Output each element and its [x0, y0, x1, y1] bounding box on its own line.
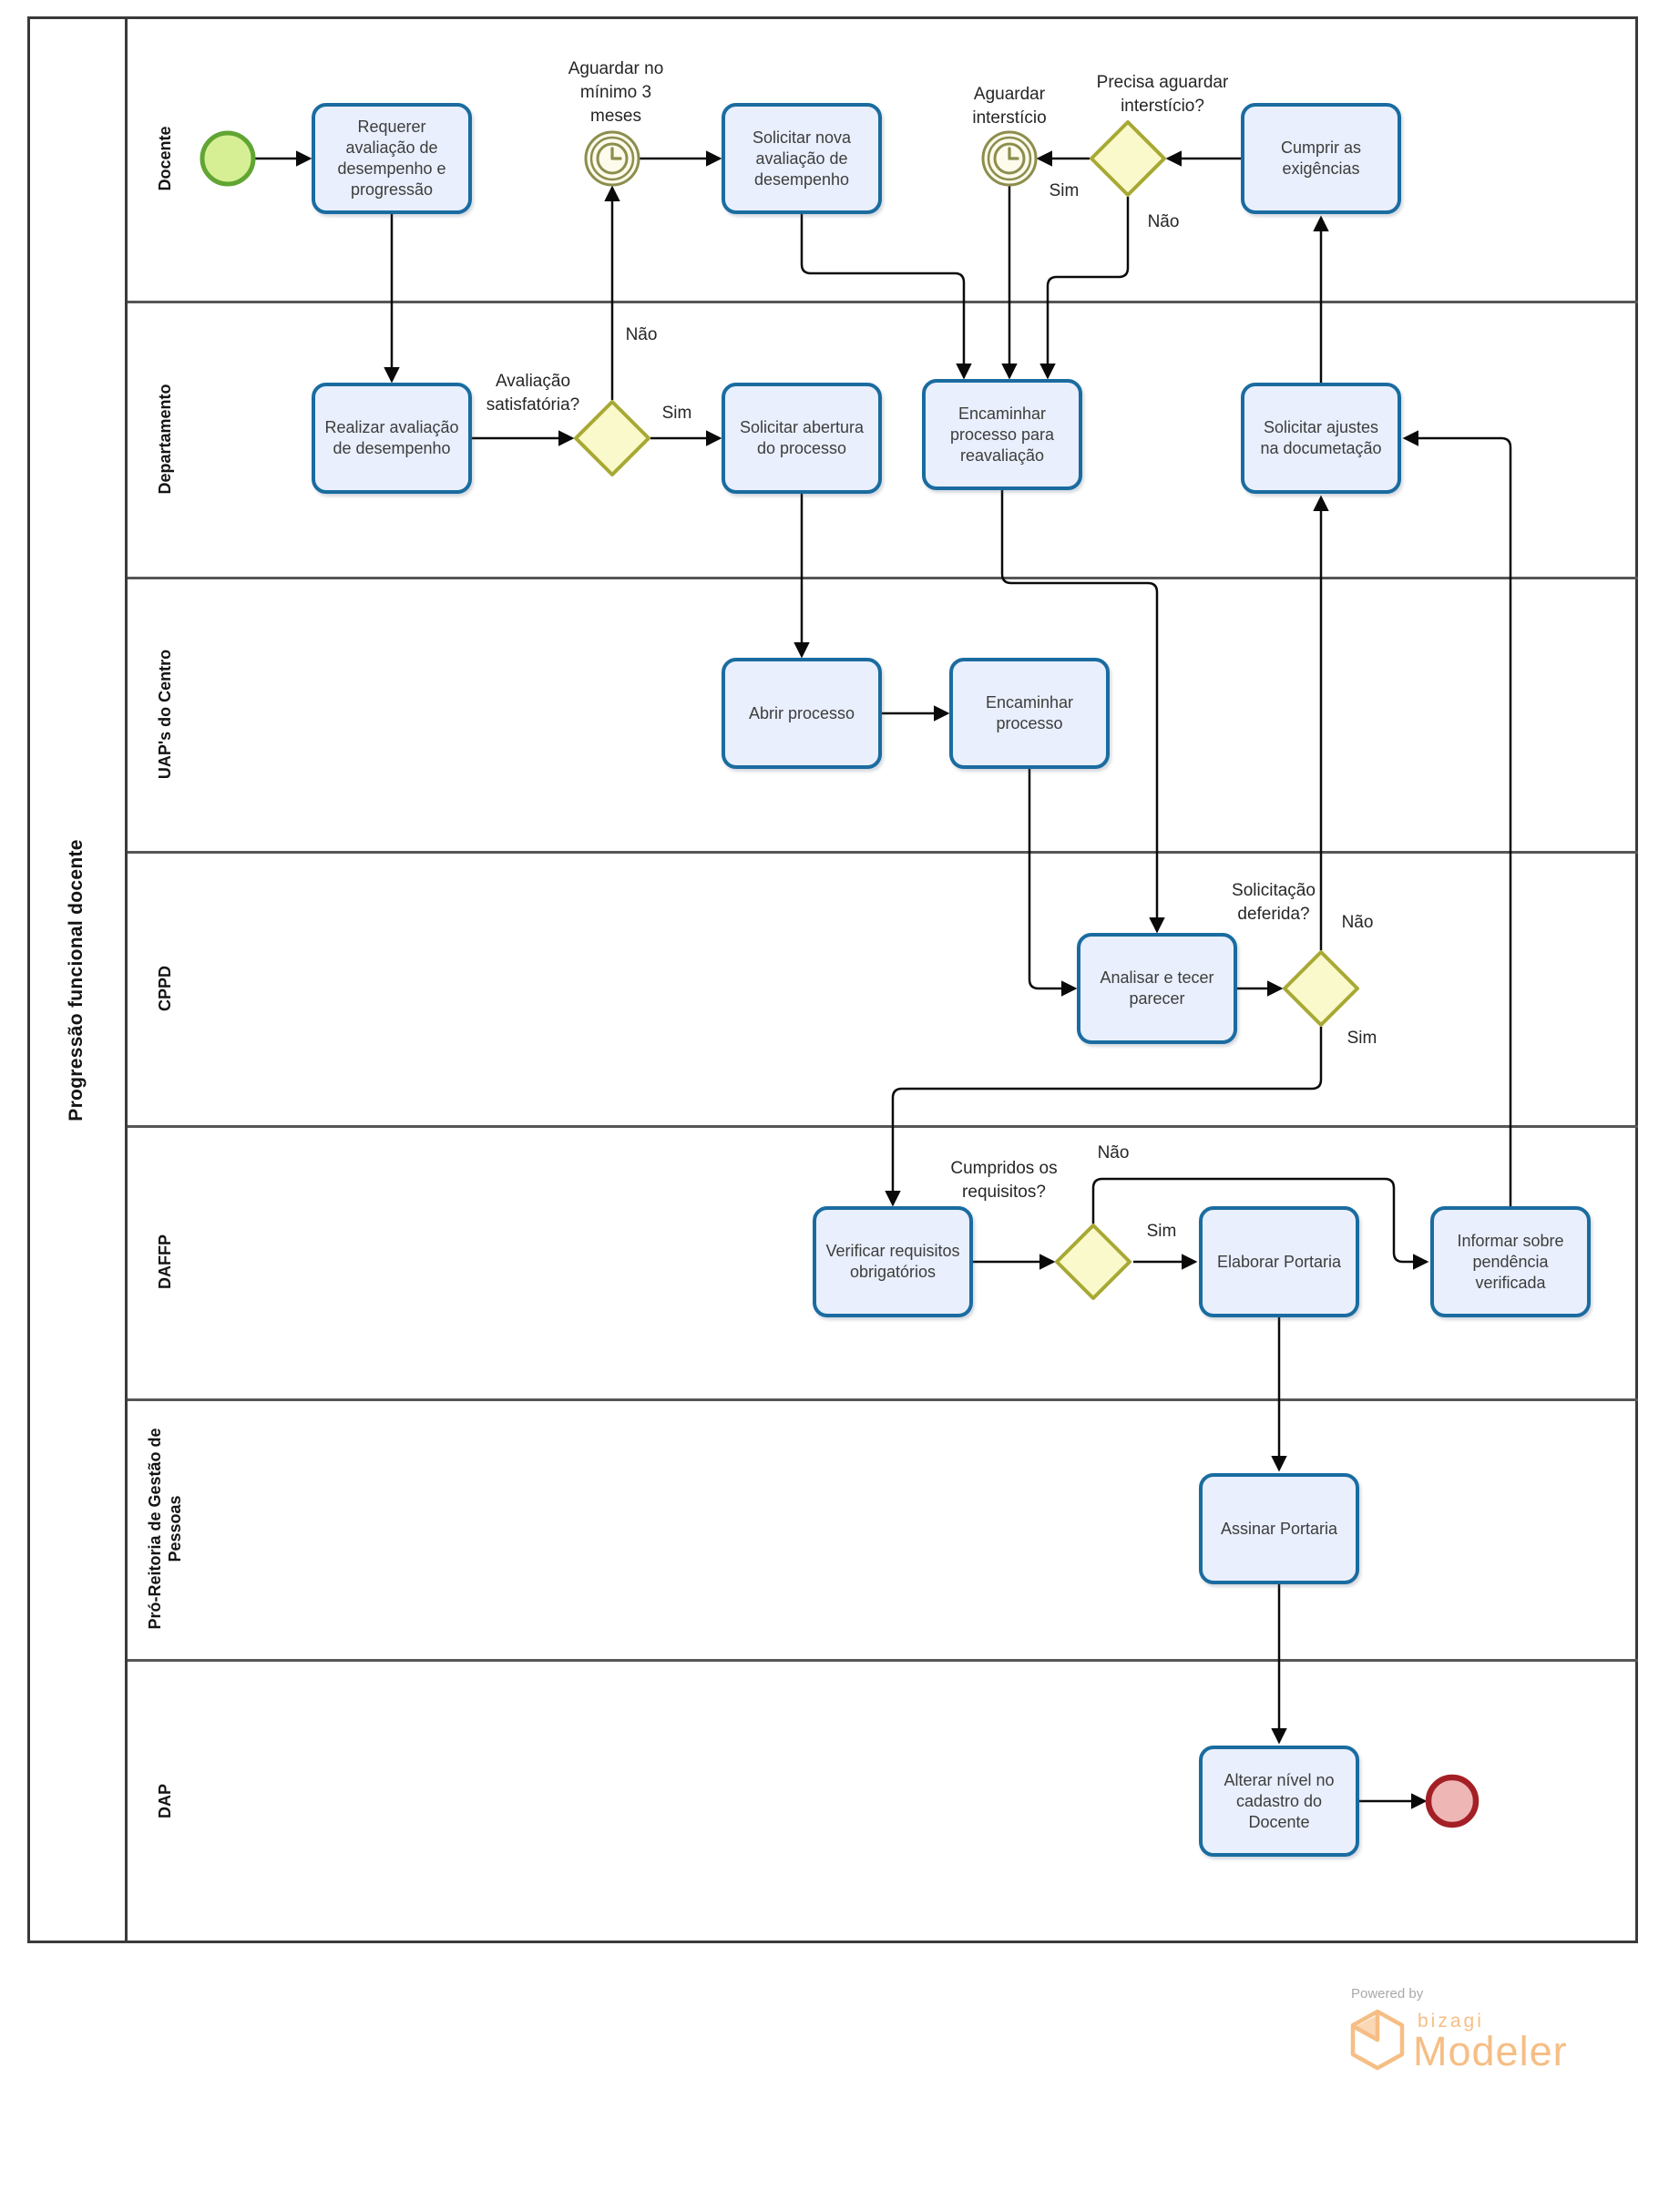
flow-solicitar-nova-to-encaminhar-reavaliacao: [800, 214, 972, 380]
modeler-product-label: Modeler: [1413, 2028, 1568, 2074]
task-abrir-processo[interactable]: Abrir processo: [722, 658, 882, 769]
gateway-cumpridos-requisitos[interactable]: [1055, 1224, 1131, 1300]
flow-precisa-nao-to-encaminhar-reavaliacao: [1039, 197, 1130, 380]
timer-intersticio-label: Aguardar interstício: [972, 85, 1047, 128]
pool-title-divider: [125, 16, 128, 1943]
timer-event-aguardar-intersticio[interactable]: [981, 130, 1038, 187]
pool-border: [27, 16, 1638, 1943]
flow-label-precisa-nao: Não: [1147, 212, 1180, 231]
task-verificar-requisitos[interactable]: Verificar requisitos obrigatórios: [813, 1206, 973, 1317]
flow-encaminhar-processo-to-analisar: [1028, 769, 1078, 997]
lane-divider: [128, 1659, 1638, 1662]
gateway-avaliacao-satisfatoria[interactable]: [574, 400, 650, 476]
flow-informar-to-solicitar-ajustes: [1402, 430, 1512, 1206]
flow-label-requisitos-nao: Não: [1097, 1143, 1130, 1162]
lane-divider: [128, 577, 1638, 579]
powered-by-label: Powered by: [1351, 1986, 1424, 2002]
flow-label-precisa-sim: Sim: [1049, 181, 1080, 200]
flow-encaminhar-reavaliacao-to-analisar: [1000, 490, 1165, 934]
bizagi-logo-icon: [1350, 2009, 1405, 2071]
gateway-avaliacao-label: Avaliação satisfatória?: [486, 372, 580, 415]
flow-label-avaliacao-sim: Sim: [661, 404, 692, 423]
task-analisar-tecer-parecer[interactable]: Analisar e tecer parecer: [1077, 933, 1237, 1044]
task-solicitar-abertura[interactable]: Solicitar abertura do processo: [722, 383, 882, 494]
lane-divider: [128, 851, 1638, 854]
gateway-requisitos-label: Cumpridos os requisitos?: [950, 1159, 1058, 1202]
start-event[interactable]: [200, 130, 256, 187]
flow-deferida-sim-to-verificar: [885, 1027, 1323, 1207]
task-solicitar-ajustes[interactable]: Solicitar ajustes na documetação: [1241, 383, 1401, 494]
task-encaminhar-processo[interactable]: Encaminhar processo: [949, 658, 1110, 769]
flow-label-avaliacao-nao: Não: [625, 325, 658, 344]
end-event[interactable]: [1425, 1774, 1480, 1828]
task-requerer-avaliacao[interactable]: Requerer avaliação de desempenho e progr…: [312, 103, 472, 214]
lane-divider: [128, 301, 1638, 303]
task-encaminhar-reavaliacao[interactable]: Encaminhar processo para reavaliação: [922, 379, 1082, 490]
gateway-solicitacao-deferida[interactable]: [1283, 950, 1359, 1027]
timer-minimo-label: Aguardar no mínimo 3 meses: [568, 59, 664, 126]
lane-divider: [128, 1398, 1638, 1401]
flow-label-deferida-nao: Não: [1341, 913, 1374, 932]
gateway-deferida-label: Solicitação deferida?: [1232, 881, 1316, 924]
clock-icon: [1008, 147, 1019, 160]
bizagi-brand-label: bizagi: [1418, 2011, 1484, 2032]
clock-icon: [610, 147, 622, 160]
task-solicitar-nova-avaliacao[interactable]: Solicitar nova avaliação de desempenho: [722, 103, 882, 214]
task-cumprir-exigencias[interactable]: Cumprir as exigências: [1241, 103, 1401, 214]
flow-label-deferida-sim: Sim: [1346, 1029, 1377, 1048]
task-informar-pendencia[interactable]: Informar sobre pendência verificada: [1430, 1206, 1591, 1317]
task-alterar-nivel-cadastro[interactable]: Alterar nível no cadastro do Docente: [1199, 1746, 1359, 1857]
flow-label-requisitos-sim: Sim: [1146, 1222, 1177, 1241]
gateway-precisa-aguardar-intersticio[interactable]: [1090, 120, 1166, 197]
gateway-precisa-label: Precisa aguardar interstício?: [1096, 73, 1229, 116]
task-realizar-avaliacao[interactable]: Realizar avaliação de desempenho: [312, 383, 472, 494]
flow-requisitos-nao-to-informar: [1091, 1177, 1429, 1270]
task-elaborar-portaria[interactable]: Elaborar Portaria: [1199, 1206, 1359, 1317]
timer-event-aguardar-minimo[interactable]: [584, 130, 640, 187]
lane-divider: [128, 1125, 1638, 1128]
task-assinar-portaria[interactable]: Assinar Portaria: [1199, 1473, 1359, 1584]
